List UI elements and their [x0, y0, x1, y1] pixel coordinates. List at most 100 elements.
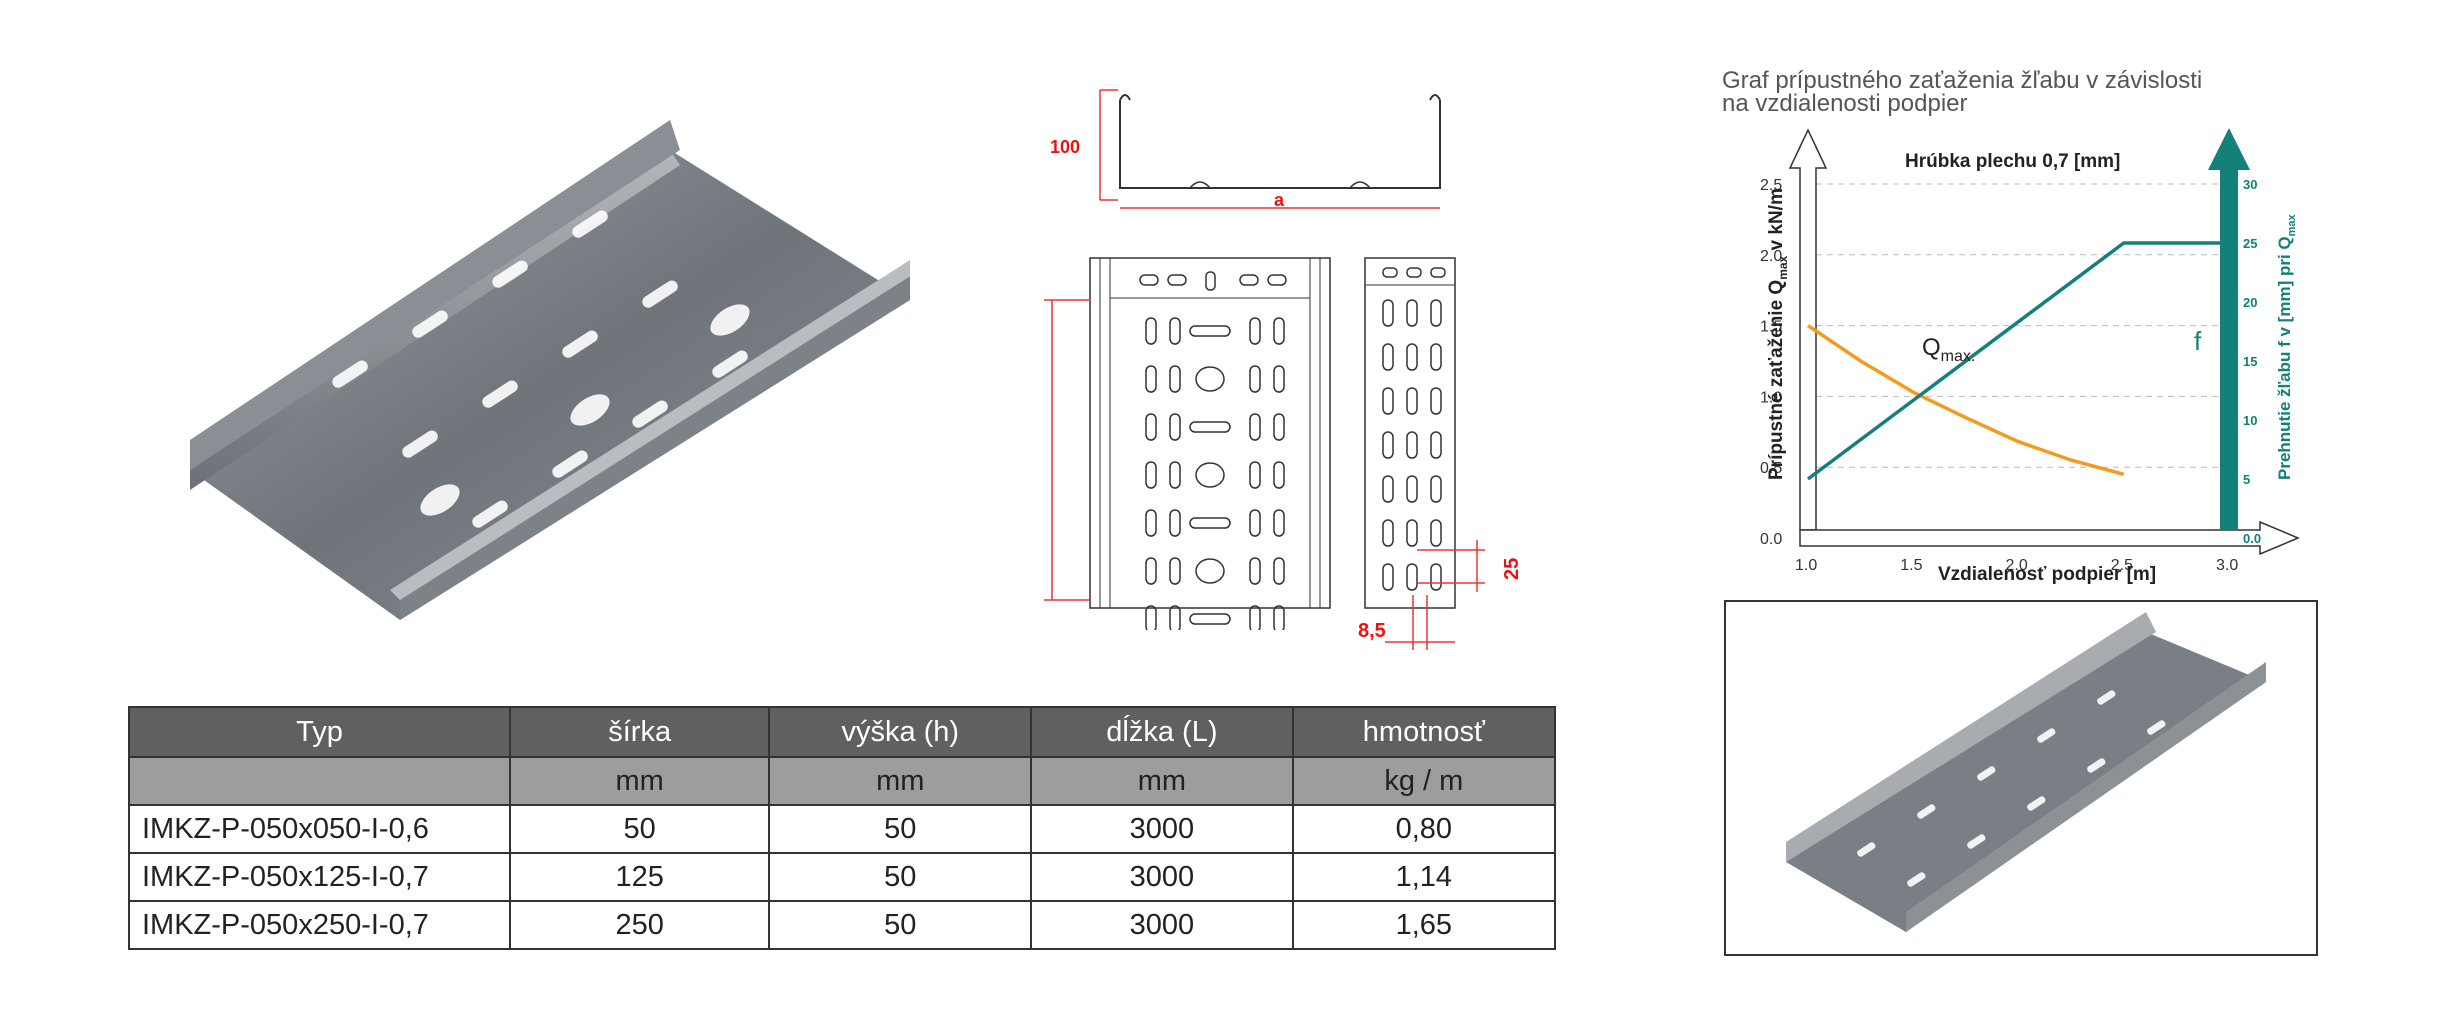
unit-typ — [128, 756, 511, 806]
chart-y2label: Prehnutie žľabu f v [mm] pri Qmax — [2275, 213, 2298, 480]
slot-hole — [1382, 475, 1394, 503]
unit-hmotnost: kg / m — [1291, 756, 1557, 806]
slot-hole — [1382, 563, 1394, 591]
slot-hole — [1169, 557, 1181, 585]
slot-hole — [1189, 613, 1231, 625]
slot-hole — [1273, 509, 1285, 537]
table-header-row: Typ šírka výška (h) dĺžka (L) hmotnosť — [128, 706, 1557, 758]
slot-hole — [1406, 299, 1418, 327]
cell-hmotnost: 1,14 — [1291, 852, 1557, 902]
chart-ylabel: Prípustné zaťaženie Qmax v kN/m — [1766, 188, 1790, 480]
slot-hole — [1249, 365, 1261, 393]
slot-hole — [1249, 317, 1261, 345]
slot-hole — [1249, 461, 1261, 489]
spec-table: Typ šírka výška (h) dĺžka (L) hmotnosť m… — [128, 706, 1557, 950]
slot-hole — [1145, 317, 1157, 345]
load-deflection-chart: Graf prípustného zaťaženia žľabu v závis… — [1722, 67, 2300, 585]
unit-dlzka: mm — [1030, 756, 1294, 806]
slot-hole — [1430, 431, 1442, 459]
y2-tick-label: 5 — [2243, 472, 2250, 487]
slot-hole — [1382, 299, 1394, 327]
y2-tick-label: 30 — [2243, 177, 2257, 192]
slot-hole — [1273, 413, 1285, 441]
y2-tick-label: 20 — [2243, 295, 2257, 310]
chart-title-line2: na vzdialenosti podpier — [1722, 90, 1968, 117]
table-row: IMKZ-P-050x050-I-0,6 50 50 3000 0,80 — [128, 804, 1557, 854]
cable-tray-photo — [190, 120, 910, 620]
y-tick-label: 1.5 — [1760, 319, 1782, 336]
cell-sirka: 125 — [508, 852, 771, 902]
series-label-f: f — [2194, 326, 2202, 356]
y2-axis-arrow — [2208, 128, 2250, 530]
y-axis-arrow — [1788, 128, 1828, 531]
slot-hole — [1406, 387, 1418, 415]
y2-tick-label: 15 — [2243, 354, 2257, 369]
slot-hole — [1430, 563, 1442, 591]
chart-grid — [1816, 183, 2220, 468]
slot-hole — [1169, 605, 1181, 630]
header-sirka: šírka — [508, 706, 771, 758]
slot-hole — [1273, 461, 1285, 489]
cell-hmotnost: 1,65 — [1291, 900, 1557, 950]
series-label-qmax: Qmax. — [1922, 334, 1975, 365]
unit-vyska: mm — [768, 756, 1033, 806]
y-tick-label: 2.0 — [1760, 248, 1782, 265]
cell-vyska: 50 — [768, 804, 1033, 854]
series-line-qmax — [1807, 324, 2125, 476]
y-tick-label: 0.0 — [1760, 531, 1782, 548]
y-tick-label: 0.5 — [1760, 460, 1782, 477]
cell-vyska: 50 — [768, 900, 1033, 950]
slot-hole — [1169, 317, 1181, 345]
slot-hole — [1382, 387, 1394, 415]
slot-hole — [1382, 431, 1394, 459]
slot-hole — [1189, 517, 1231, 529]
oval-hole — [1195, 366, 1225, 392]
slot-hole — [1249, 557, 1261, 585]
header-hmotnost: hmotnosť — [1291, 706, 1557, 758]
front-drawing: L — [1044, 257, 1331, 630]
cable-tray-photo-small — [1786, 612, 2266, 932]
cell-typ: IMKZ-P-050x125-I-0,7 — [128, 852, 511, 902]
slot-hole — [1406, 475, 1418, 503]
header-dlzka: dĺžka (L) — [1030, 706, 1294, 758]
slot-hole — [1189, 421, 1231, 433]
slot-hole — [1189, 325, 1231, 337]
cell-sirka: 50 — [508, 804, 771, 854]
slot-hole — [1169, 413, 1181, 441]
slot-hole — [1145, 557, 1157, 585]
x-tick-label: 1.5 — [1900, 557, 1922, 574]
slot-hole — [1406, 519, 1418, 547]
slot-hole — [1145, 413, 1157, 441]
slot-hole — [1406, 431, 1418, 459]
cable-tray-photo-frame — [1724, 600, 2318, 956]
slot-hole — [1430, 343, 1442, 371]
series-line-f — [1806, 241, 2229, 481]
cell-sirka: 250 — [508, 900, 771, 950]
y2-tick-label: 0.0 — [2243, 531, 2261, 546]
x-tick-label: 2.5 — [2111, 557, 2133, 574]
slot-hole — [1273, 605, 1285, 630]
slot-hole — [1249, 605, 1261, 630]
cell-dlzka: 3000 — [1030, 804, 1294, 854]
slot-hole — [1169, 365, 1181, 393]
x-axis-arrow — [1799, 520, 2300, 556]
slot-hole — [1273, 557, 1285, 585]
slot-hole — [1249, 413, 1261, 441]
y-tick-label: 1.0 — [1760, 389, 1782, 406]
header-typ: Typ — [128, 706, 511, 758]
cell-vyska: 50 — [768, 852, 1033, 902]
height-dimension: 100 — [1050, 137, 1080, 157]
slot-hole — [1382, 519, 1394, 547]
x-tick-label: 2.0 — [2006, 557, 2028, 574]
x-tick-label: 1.0 — [1795, 557, 1817, 574]
chart-title-line1: Graf prípustného zaťaženia žľabu v závis… — [1722, 67, 2202, 94]
slot-hole — [1406, 343, 1418, 371]
table-row: IMKZ-P-050x250-I-0,7 250 50 3000 1,65 — [128, 900, 1557, 950]
slot-hole — [1430, 299, 1442, 327]
chart-xlabel: Vzdialenosť podpier [m] — [1938, 564, 2156, 585]
y2-tick-label: 25 — [2243, 236, 2257, 251]
slot-hole — [1406, 563, 1418, 591]
slot-hole — [1145, 605, 1157, 630]
width-dimension: a — [1274, 190, 1285, 210]
cell-typ: IMKZ-P-050x250-I-0,7 — [128, 900, 511, 950]
